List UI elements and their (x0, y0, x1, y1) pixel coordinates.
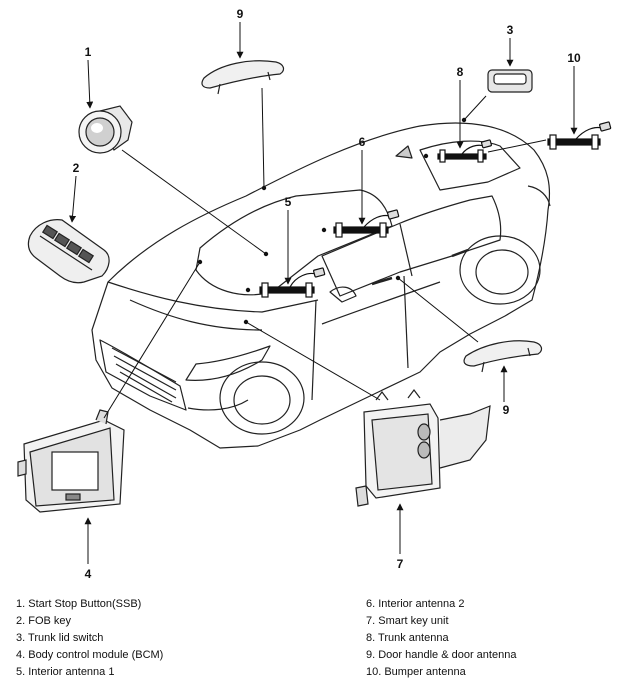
callout-10: 10 (567, 51, 581, 65)
callout-5: 5 (285, 195, 292, 209)
body-control-module-drawing (17, 409, 125, 513)
legend-item: 3. Trunk lid switch (16, 632, 104, 644)
smart-key-unit-drawing (355, 389, 491, 507)
trunk-lid-switch-drawing (487, 69, 533, 93)
callout-9-top: 9 (237, 7, 244, 21)
leader-lines (69, 22, 578, 564)
legend-item: 8. Trunk antenna (366, 632, 449, 644)
legend-right-column: 6. Interior antenna 2 7. Smart key unit … (366, 596, 516, 681)
smart-key-system-diagram: 1 2 3 9 8 10 6 5 9 4 7 (17, 7, 612, 581)
car-outline (91, 122, 551, 449)
legend-item: 5. Interior antenna 1 (16, 666, 115, 678)
callout-2: 2 (73, 161, 80, 175)
callout-6: 6 (359, 135, 366, 149)
legend-item: 2. FOB key (16, 615, 72, 627)
door-handle-antenna-right-drawing (463, 340, 543, 373)
location-dots (197, 117, 467, 325)
callout-3: 3 (507, 23, 514, 37)
legend-item: 10. Bumper antenna (366, 666, 466, 678)
bumper-antenna-drawing (547, 121, 612, 150)
legend-item: 6. Interior antenna 2 (366, 598, 465, 610)
interior-antenna-2-drawing (333, 209, 400, 238)
callout-4: 4 (85, 567, 92, 581)
start-stop-button-drawing (78, 105, 133, 154)
callout-8: 8 (457, 65, 464, 79)
fob-key-drawing (27, 219, 110, 284)
callout-9-right: 9 (503, 403, 510, 417)
legend-item: 4. Body control module (BCM) (16, 649, 164, 661)
callout-7: 7 (397, 557, 404, 571)
legend-item: 1. Start Stop Button(SSB) (16, 598, 142, 610)
legend-left-column: 1. Start Stop Button(SSB) 2. FOB key 3. … (16, 596, 163, 681)
callout-1: 1 (85, 45, 92, 59)
legend-item: 7. Smart key unit (366, 615, 449, 627)
door-handle-antenna-top-drawing (201, 60, 285, 95)
legend-item: 9. Door handle & door antenna (366, 649, 517, 661)
trunk-antenna-drawing (437, 139, 492, 163)
interior-antenna-1-drawing (259, 267, 326, 298)
